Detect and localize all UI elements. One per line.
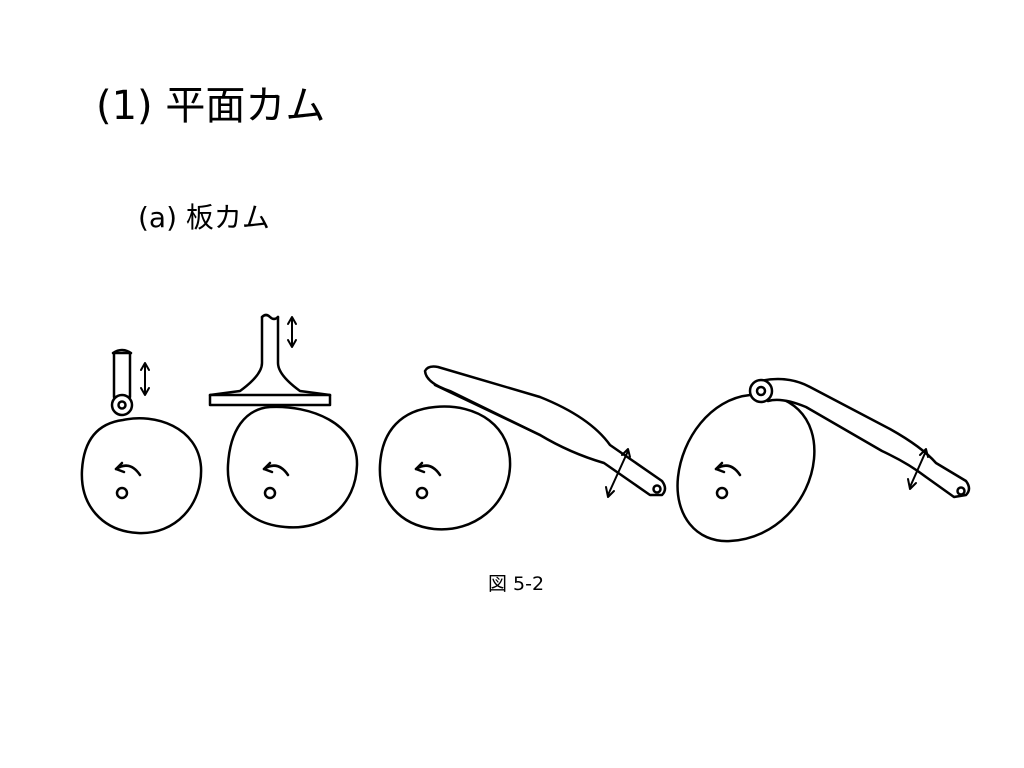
plate-cam xyxy=(378,405,512,531)
plate-cam-figure xyxy=(70,305,990,555)
plate-cam xyxy=(80,417,203,535)
cam-shaft-hole xyxy=(263,486,277,500)
up-down-arrow-icon xyxy=(140,362,150,396)
oscillation-arrow-icon xyxy=(907,448,929,490)
oscillating-roller-arm xyxy=(748,377,971,499)
flat-face-follower xyxy=(208,313,332,407)
roller-follower xyxy=(110,348,134,417)
panel-roller-follower xyxy=(80,348,203,535)
panel-oscillating-flat-arm xyxy=(378,365,667,531)
slide-title: (1) 平面カム xyxy=(96,83,326,129)
oscillation-arrow-icon xyxy=(605,448,631,498)
up-down-arrow-icon xyxy=(287,316,297,348)
cam-shaft-hole xyxy=(715,486,729,500)
slide-subtitle: (a) 板カム xyxy=(138,201,270,234)
panel-flat-face-follower xyxy=(208,313,359,529)
oscillating-flat-arm xyxy=(423,365,667,497)
panel-oscillating-roller-arm xyxy=(676,377,971,543)
cam-shaft-hole xyxy=(415,486,429,500)
figure-caption: 図 5-2 xyxy=(488,573,545,595)
plate-cam xyxy=(226,405,359,529)
plate-cam xyxy=(676,393,816,543)
cam-shaft-hole xyxy=(115,486,129,500)
